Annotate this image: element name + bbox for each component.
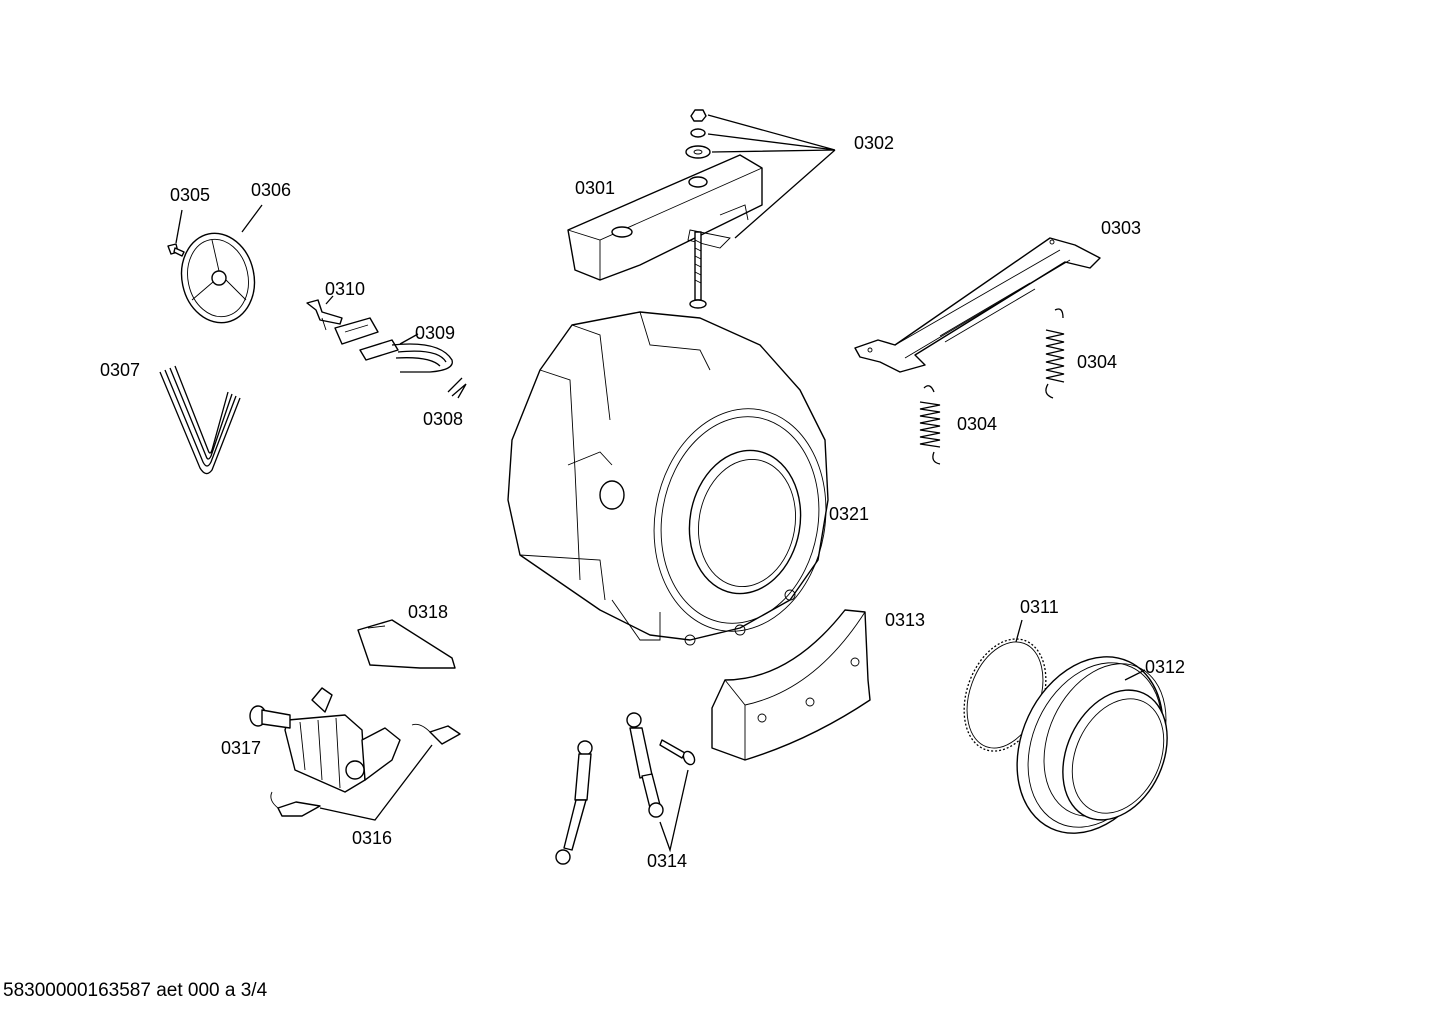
part-0301-top-counterweight	[567, 154, 763, 281]
label-0305: 0305	[170, 185, 210, 205]
part-0318-cover	[357, 619, 456, 669]
part-0312-door-seal	[1016, 656, 1168, 834]
part-0304-spring-left	[919, 385, 941, 465]
leader-0314	[659, 769, 689, 853]
part-0308-heater-bracket	[447, 377, 467, 399]
label-0312: 0312	[1145, 657, 1185, 677]
label-0310: 0310	[325, 279, 365, 299]
part-0313-bottom-counterweight	[711, 609, 871, 761]
label-0317: 0317	[221, 738, 261, 758]
label-0301: 0301	[575, 178, 615, 198]
part-0309-heater	[334, 317, 453, 373]
label-0309: 0309	[415, 323, 455, 343]
label-0306: 0306	[251, 180, 291, 200]
part-0314-bolt	[659, 739, 696, 766]
part-0314-shock-absorber-right	[626, 712, 664, 818]
part-0317-motor	[249, 687, 401, 793]
label-0307: 0307	[100, 360, 140, 380]
label-0302: 0302	[854, 133, 894, 153]
part-0306-pulley	[180, 232, 256, 324]
label-0311: 0311	[1020, 597, 1059, 617]
part-0302-fasteners	[685, 109, 836, 309]
leader-lines	[175, 204, 1146, 681]
part-0316-brushes	[270, 723, 461, 817]
part-0314-shock-absorber-left	[555, 740, 593, 865]
label-0314: 0314	[647, 851, 687, 871]
label-0313: 0313	[885, 610, 925, 630]
label-0318: 0318	[408, 602, 448, 622]
label-0308: 0308	[423, 409, 463, 429]
part-0307-belt	[159, 365, 241, 475]
label-0316: 0316	[352, 828, 392, 848]
part-0321-tub	[507, 311, 829, 646]
part-0305-screw	[167, 243, 185, 257]
leader-0316	[319, 744, 433, 821]
part-labels: 0301 0302 0303 0304 0304 0305 0306 0307 …	[100, 133, 1185, 871]
label-0321: 0321	[829, 504, 869, 524]
part-0303-cross-brace	[854, 237, 1101, 373]
document-id-footer: 58300000163587 aet 000 a 3/4	[3, 980, 268, 1001]
part-0310-sensor	[306, 299, 343, 331]
label-0304-left: 0304	[957, 414, 997, 434]
label-0304-right: 0304	[1077, 352, 1117, 372]
part-0304-spring-right	[1045, 308, 1065, 399]
label-0303: 0303	[1101, 218, 1141, 238]
